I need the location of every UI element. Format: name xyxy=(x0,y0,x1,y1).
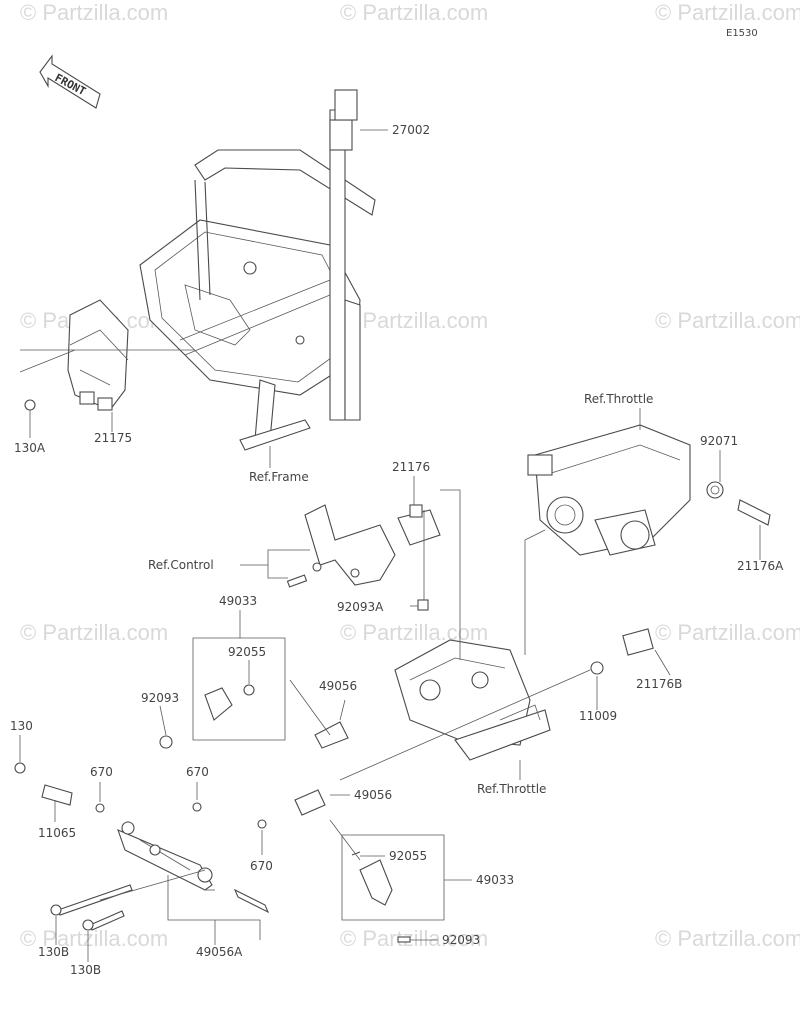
leader-lines xyxy=(19,129,761,962)
watermark: © Partzilla.com xyxy=(655,0,800,25)
frame-drawing xyxy=(139,89,376,451)
watermark: © Partzilla.com xyxy=(20,926,168,951)
label-ref-control[interactable]: Ref.Control xyxy=(148,558,214,572)
label-130a[interactable]: 130A xyxy=(14,441,46,455)
label-670-left[interactable]: 670 xyxy=(90,765,113,779)
diagram-code: E1530 xyxy=(726,28,758,39)
label-130[interactable]: 130 xyxy=(10,719,33,733)
watermark: © Partzilla.com xyxy=(340,0,488,25)
label-ref-frame[interactable]: Ref.Frame xyxy=(249,470,309,484)
label-92093a[interactable]: 92093A xyxy=(337,600,384,614)
watermark: © Partzilla.com xyxy=(655,620,800,645)
fuel-rail-drawing xyxy=(14,684,411,943)
part-labels: 27002 130A 21175 Ref.Frame 21176 Ref.Con… xyxy=(10,123,784,977)
label-670-right[interactable]: 670 xyxy=(250,859,273,873)
label-49056-lower[interactable]: 49056 xyxy=(354,788,392,802)
label-92055-lower[interactable]: 92055 xyxy=(389,849,427,863)
watermark-layer: © Partzilla.com © Partzilla.com © Partzi… xyxy=(20,0,800,951)
label-130b-right[interactable]: 130B xyxy=(70,963,101,977)
watermark: © Partzilla.com xyxy=(20,620,168,645)
label-92071[interactable]: 92071 xyxy=(700,434,738,448)
label-49033-lower[interactable]: 49033 xyxy=(476,873,514,887)
watermark: © Partzilla.com xyxy=(655,926,800,951)
label-670-middle[interactable]: 670 xyxy=(186,765,209,779)
label-21175[interactable]: 21175 xyxy=(94,431,132,445)
label-49033-upper[interactable]: 49033 xyxy=(219,594,257,608)
label-21176b[interactable]: 21176B xyxy=(636,677,682,691)
label-27002[interactable]: 27002 xyxy=(392,123,430,137)
ecu-drawing xyxy=(24,299,129,411)
watermark: © Partzilla.com xyxy=(340,926,488,951)
label-49056a[interactable]: 49056A xyxy=(196,945,243,959)
label-92055-upper[interactable]: 92055 xyxy=(228,645,266,659)
watermark: © Partzilla.com xyxy=(655,308,800,333)
label-21176a[interactable]: 21176A xyxy=(737,559,784,573)
front-arrow-icon: FRONT xyxy=(39,54,101,109)
label-130b-left[interactable]: 130B xyxy=(38,945,69,959)
watermark: © Partzilla.com xyxy=(20,0,168,25)
label-ref-throttle-top[interactable]: Ref.Throttle xyxy=(584,392,653,406)
label-21176[interactable]: 21176 xyxy=(392,460,430,474)
label-49056-upper[interactable]: 49056 xyxy=(319,679,357,693)
label-ref-throttle-bottom[interactable]: Ref.Throttle xyxy=(477,782,546,796)
label-92093-lower[interactable]: 92093 xyxy=(442,933,480,947)
watermark: © Partzilla.com xyxy=(340,308,488,333)
bracket-drawing xyxy=(286,504,441,611)
label-11009[interactable]: 11009 xyxy=(579,709,617,723)
label-92093-upper[interactable]: 92093 xyxy=(141,691,179,705)
throttle-body-upper-drawing xyxy=(527,424,771,556)
throttle-body-lower-drawing xyxy=(394,628,654,761)
label-11065[interactable]: 11065 xyxy=(38,826,76,840)
watermark: © Partzilla.com xyxy=(340,620,488,645)
